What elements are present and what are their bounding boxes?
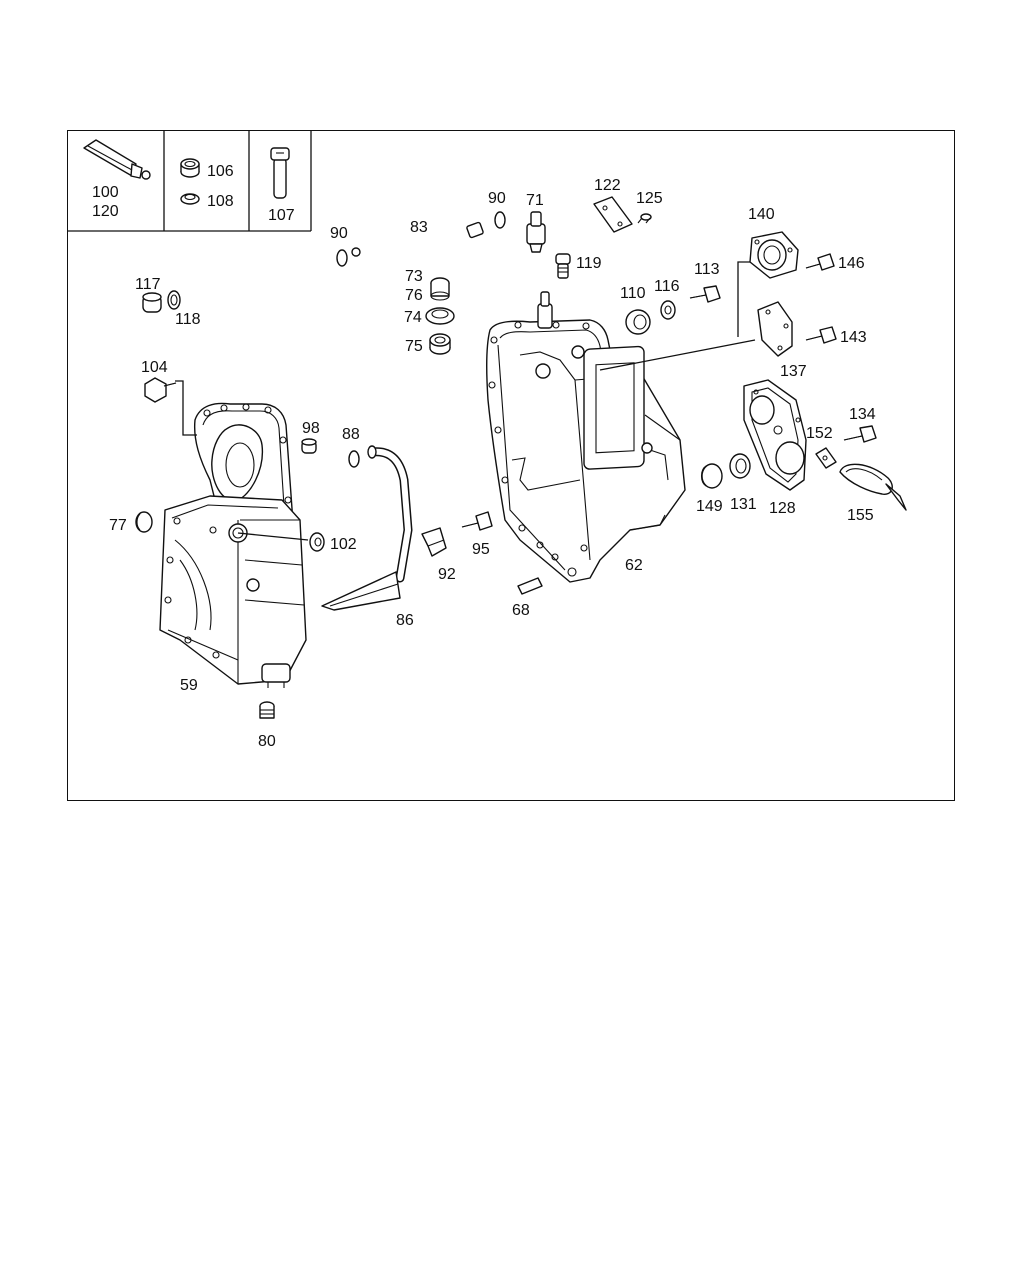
ring-90-right-icon <box>494 211 506 229</box>
label-104: 104 <box>141 359 168 376</box>
ring-116-icon <box>660 300 676 320</box>
plug-117-icon <box>142 292 162 313</box>
gasket-122-icon <box>593 196 633 233</box>
label-90a: 90 <box>330 225 348 242</box>
label-62: 62 <box>625 557 643 574</box>
inset-labels: 100 120 106 108 107 <box>92 163 295 224</box>
label-90b: 90 <box>488 190 506 207</box>
seal-74-icon <box>425 307 455 325</box>
bolt-113-icon <box>689 285 721 303</box>
label-110: 110 <box>620 285 646 302</box>
label-95: 95 <box>472 541 490 558</box>
label-83: 83 <box>410 219 428 236</box>
plug-80-icon <box>259 701 275 719</box>
plug-149-icon <box>700 463 723 489</box>
cover-140-icon <box>749 231 799 279</box>
label-75: 75 <box>405 338 423 355</box>
bolt-143-icon <box>805 326 837 344</box>
label-106: 106 <box>207 163 234 180</box>
sleeve-98-icon <box>301 438 317 454</box>
label-73: 73 <box>405 268 423 285</box>
label-116: 116 <box>654 278 680 295</box>
label-88: 88 <box>342 426 360 443</box>
label-98: 98 <box>302 420 320 437</box>
label-102: 102 <box>330 536 357 553</box>
sensor-71-icon <box>526 211 546 253</box>
breather-119-icon <box>555 253 571 279</box>
inset-panel <box>67 130 312 232</box>
label-100: 100 <box>92 184 119 201</box>
label-125: 125 <box>636 190 663 207</box>
diagram-frame <box>67 130 955 801</box>
label-68: 68 <box>512 602 530 619</box>
label-128: 128 <box>769 500 796 517</box>
sealant-tube-icon <box>83 139 151 180</box>
pin-68-icon <box>517 577 543 595</box>
pipe-83-icon <box>351 221 484 257</box>
label-92: 92 <box>438 566 456 583</box>
gasket-128-icon <box>743 379 807 491</box>
bolt-95-icon <box>461 511 493 531</box>
label-80: 80 <box>258 733 276 750</box>
label-120: 120 <box>92 203 119 220</box>
label-107: 107 <box>268 207 295 224</box>
label-76: 76 <box>405 287 423 304</box>
label-77: 77 <box>109 517 127 534</box>
label-137: 137 <box>780 363 807 380</box>
label-146: 146 <box>838 255 865 272</box>
ring-118-icon <box>167 290 181 310</box>
tube-86-icon <box>321 445 413 611</box>
plug-77-icon <box>135 511 153 533</box>
ring-90-left-icon <box>336 249 348 267</box>
strap-155-icon <box>839 463 907 511</box>
label-113: 113 <box>694 261 720 278</box>
label-140: 140 <box>748 206 775 223</box>
label-143: 143 <box>840 329 867 346</box>
label-71: 71 <box>526 192 544 209</box>
seal-102-icon <box>309 532 325 552</box>
label-134: 134 <box>849 406 876 423</box>
bracket-92-icon <box>421 527 447 557</box>
label-149: 149 <box>696 498 723 515</box>
label-117: 117 <box>135 276 161 293</box>
plug-106-icon <box>180 158 200 178</box>
pin-107-icon <box>270 147 290 199</box>
seal-131-icon <box>729 453 751 479</box>
bolt-134-icon <box>843 425 877 443</box>
label-122: 122 <box>594 177 621 194</box>
cover-137-icon <box>757 301 793 357</box>
housing-62-drawing <box>485 291 686 583</box>
bolt-104-icon <box>144 377 177 403</box>
label-59: 59 <box>180 677 198 694</box>
fitting-73-icon <box>430 277 450 301</box>
label-118: 118 <box>175 311 201 328</box>
label-108: 108 <box>207 193 234 210</box>
callout-labels: 90 83 90 71 122 125 140 119 146 73 76 74… <box>109 177 876 750</box>
ring-75-icon <box>429 333 451 355</box>
ring-108-icon <box>180 193 200 205</box>
label-119: 119 <box>576 255 602 272</box>
label-152: 152 <box>806 425 833 442</box>
label-131: 131 <box>730 496 757 513</box>
label-74: 74 <box>404 309 422 326</box>
label-86: 86 <box>396 612 414 629</box>
housing-59-drawing <box>159 402 307 688</box>
ring-88-icon <box>348 450 360 468</box>
screw-125-icon <box>637 213 652 224</box>
label-155: 155 <box>847 507 874 524</box>
clip-152-icon <box>815 447 837 469</box>
seal-110-icon <box>625 309 651 335</box>
bolt-146-icon <box>805 253 835 271</box>
